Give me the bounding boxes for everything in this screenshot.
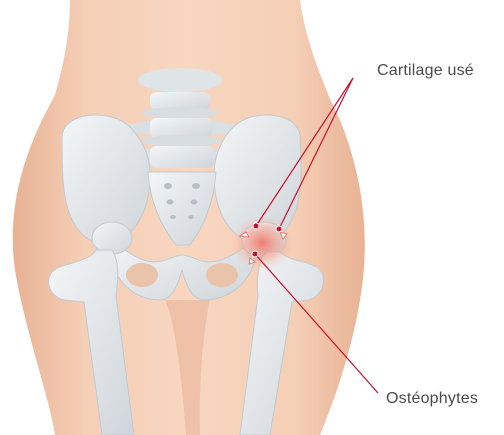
obturator-left [126,263,158,287]
callout-cartilage-label: Cartilage usé [377,62,474,80]
obturator-right [206,263,238,287]
callout-osteophytes-label: Ostéophytes [386,390,478,408]
